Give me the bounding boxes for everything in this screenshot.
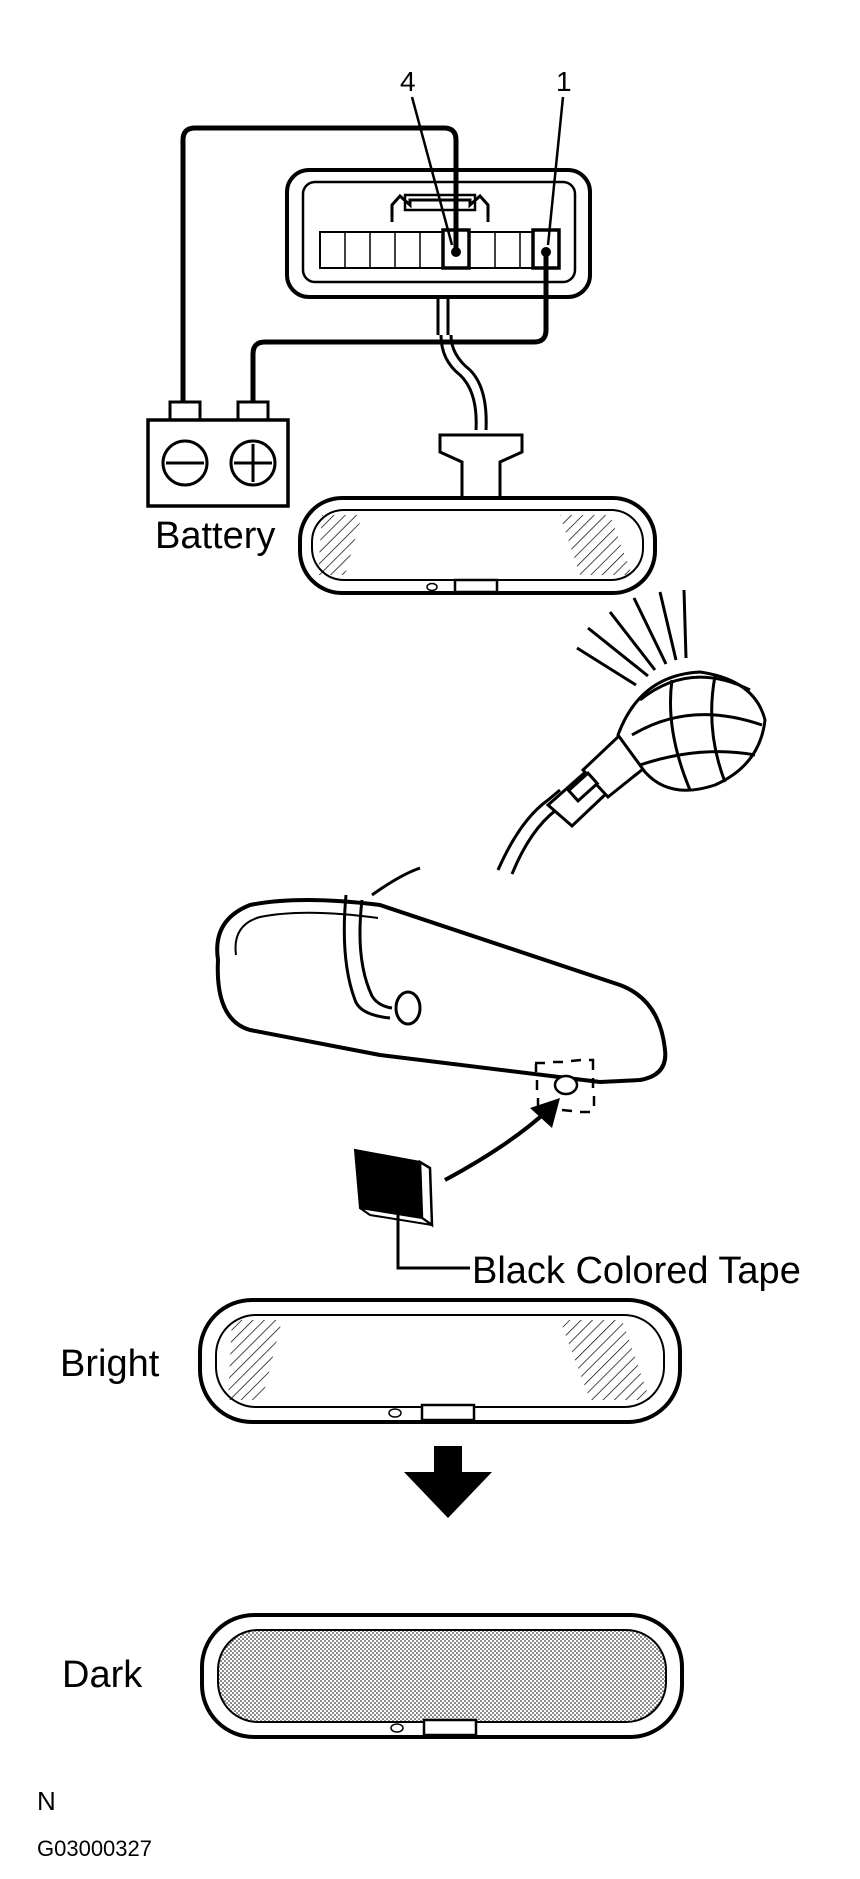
- battery-label: Battery: [155, 515, 276, 557]
- mirror-mount: [438, 433, 524, 502]
- battery-wires: [180, 125, 549, 402]
- mirror-with-sensor: [215, 866, 668, 1114]
- rearview-mirror-dark: [200, 1613, 684, 1739]
- mirror-cable: [436, 297, 488, 431]
- rearview-mirror-top: [298, 496, 657, 595]
- arrow-down-icon: [404, 1446, 492, 1518]
- rearview-mirror-bright: [198, 1298, 682, 1424]
- minus-icon: [161, 439, 209, 487]
- black-tape-icon: [353, 1148, 434, 1228]
- work-lamp-icon: [496, 670, 767, 875]
- dark-label: Dark: [62, 1654, 143, 1696]
- light-rays-icon: [576, 589, 688, 687]
- pin-label-1: 1: [556, 66, 572, 97]
- mirror-connector: [285, 168, 592, 299]
- bright-label: Bright: [60, 1343, 160, 1385]
- footer-mark: N: [37, 1786, 56, 1816]
- apply-arrow-icon: [444, 1098, 560, 1182]
- plus-icon: [229, 439, 277, 487]
- pin-label-4: 4: [400, 66, 416, 97]
- figure-code: G03000327: [37, 1836, 152, 1861]
- tape-label: Black Colored Tape: [472, 1250, 801, 1292]
- battery: [146, 400, 290, 508]
- tape-leader: [396, 1212, 470, 1270]
